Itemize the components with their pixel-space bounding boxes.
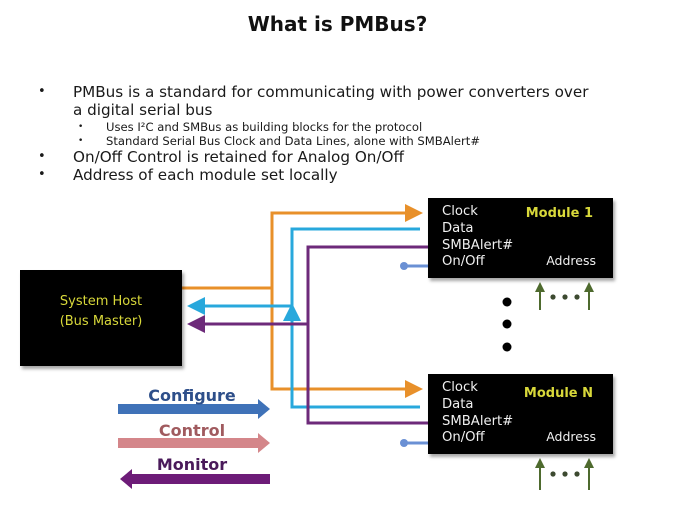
bullet-list: PMBus is a standard for communicating wi… <box>38 83 638 184</box>
bullet-text: Uses I²C and SMBus as building blocks fo… <box>106 120 423 134</box>
ellipsis-dot <box>562 471 568 477</box>
legend-monitor-label: Monitor <box>156 455 228 474</box>
ellipsis-dot <box>574 471 580 477</box>
ellipsis-dot <box>550 471 556 477</box>
ellipsis-dot <box>562 294 568 300</box>
vertical-ellipsis-dot <box>502 342 512 352</box>
alert-line-n <box>306 324 428 425</box>
ellipsis-dot <box>550 294 556 300</box>
module-1-box: Clock Data SMBAlert# On/Off Module 1 Add… <box>428 198 613 278</box>
sub-bullet-item: Uses I²C and SMBus as building blocks fo… <box>38 120 638 134</box>
vertical-ellipsis-dot <box>502 319 512 329</box>
module-title: Module 1 <box>525 206 593 221</box>
sub-bullet-item: Standard Serial Bus Clock and Data Lines… <box>38 134 638 148</box>
bullet-text: PMBus is a standard for communicating wi… <box>73 83 589 101</box>
bullet-item: On/Off Control is retained for Analog On… <box>38 148 638 166</box>
host-label-line1: System Host <box>59 294 143 309</box>
signal-data: Data <box>442 220 474 236</box>
onoff-terminal-n <box>400 439 408 447</box>
clock-line-n <box>270 288 423 398</box>
address-label: Address <box>546 253 596 268</box>
bullet-item: Address of each module set locally <box>38 166 638 184</box>
legend-control-label: Control <box>158 421 226 440</box>
signal-smbalert: SMBAlert# <box>442 413 514 429</box>
legend-configure-label: Configure <box>148 386 236 405</box>
address-label: Address <box>546 429 596 444</box>
bullet-continuation: a digital serial bus <box>38 101 638 119</box>
bullet-text: a digital serial bus <box>73 101 213 119</box>
monitor-arrow <box>120 469 270 489</box>
module-title: Module N <box>523 386 593 401</box>
control-arrow <box>118 433 270 453</box>
bullet-text: On/Off Control is retained for Analog On… <box>73 148 404 166</box>
ellipsis-dot <box>574 294 580 300</box>
clock-line <box>182 204 423 290</box>
slide-title: What is PMBus? <box>247 12 428 36</box>
vertical-ellipsis-dot <box>502 297 512 307</box>
bullet-text: Standard Serial Bus Clock and Data Lines… <box>106 134 481 148</box>
module-n-box: Clock Data SMBAlert# On/Off Module N Add… <box>428 374 613 454</box>
bullet-item: PMBus is a standard for communicating wi… <box>38 83 638 101</box>
data-line <box>187 227 420 315</box>
alert-line <box>187 245 428 333</box>
signal-smbalert: SMBAlert# <box>442 237 514 253</box>
signal-clock: Clock <box>442 204 478 219</box>
configure-arrow <box>118 399 270 419</box>
signal-clock: Clock <box>442 380 478 395</box>
data-line-n <box>283 303 420 409</box>
host-label-line2: (Bus Master) <box>59 314 143 329</box>
bullet-text: Address of each module set locally <box>73 166 338 184</box>
signal-onoff: On/Off <box>442 430 485 446</box>
signal-onoff: On/Off <box>442 254 485 270</box>
signal-data: Data <box>442 396 474 412</box>
system-host-box: System Host (Bus Master) <box>20 270 182 366</box>
onoff-terminal <box>400 262 408 270</box>
